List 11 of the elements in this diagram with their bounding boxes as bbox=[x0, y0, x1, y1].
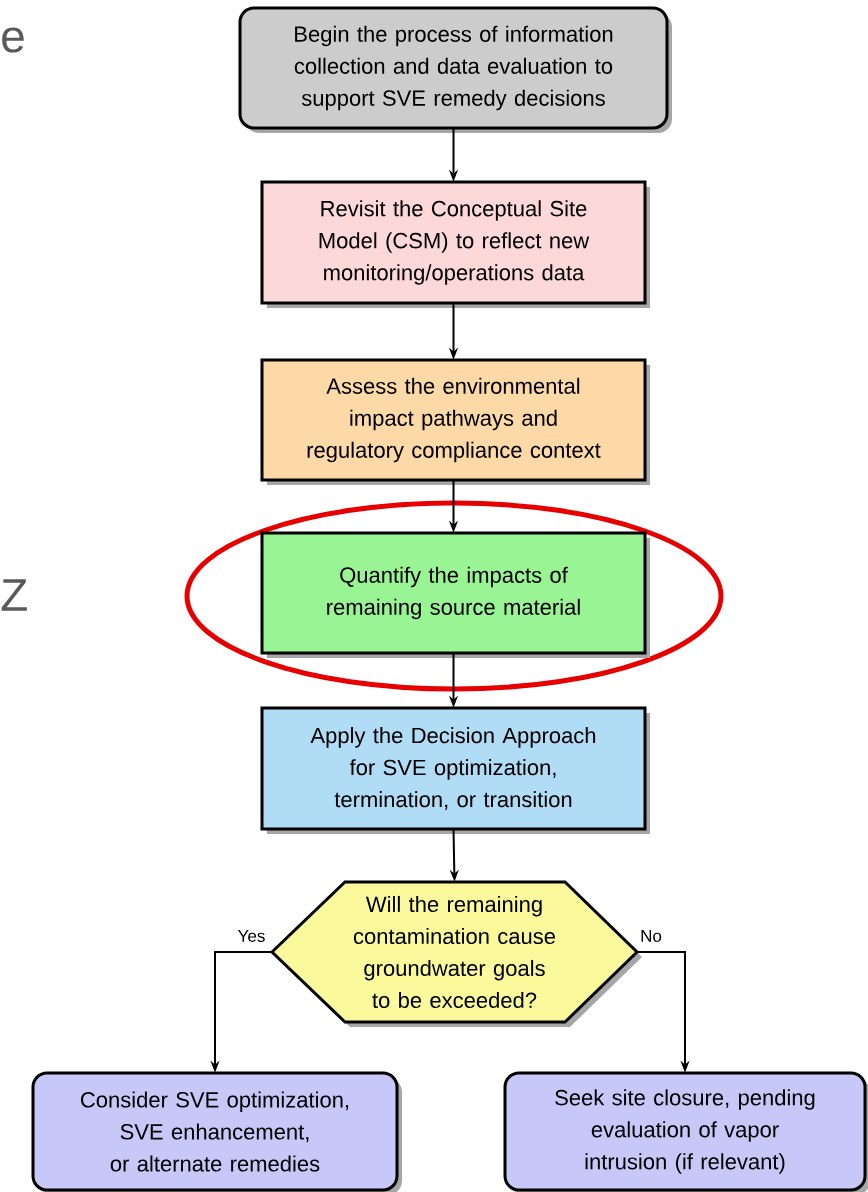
process-box: Assess the environmental impact pathways and regulatory compliance context bbox=[260, 358, 650, 485]
slide-text: Z bbox=[1, 579, 27, 611]
process-box: Begin the process of information collection and data evaluation to support SVE remedy decisions bbox=[238, 6, 672, 133]
process-box: Seek site closure, pending evaluation of vapor intrusion (if relevant) bbox=[503, 1071, 868, 1192]
edge-label: No bbox=[639, 929, 663, 943]
process-box: Revisit the Conceptual Site Model (CSM) to reflect new monitoring/operations data bbox=[260, 180, 650, 308]
process-box: Consider SVE optimization, SVE enhancement, or alternate remedies bbox=[31, 1071, 402, 1192]
process-box: Quantify the impacts of remaining source material bbox=[260, 531, 650, 658]
process-box: Apply the Decision Approach for SVE optimization, termination, or transition bbox=[260, 706, 650, 834]
edge-label: Yes bbox=[236, 929, 267, 943]
slide-text: e bbox=[2, 27, 24, 53]
